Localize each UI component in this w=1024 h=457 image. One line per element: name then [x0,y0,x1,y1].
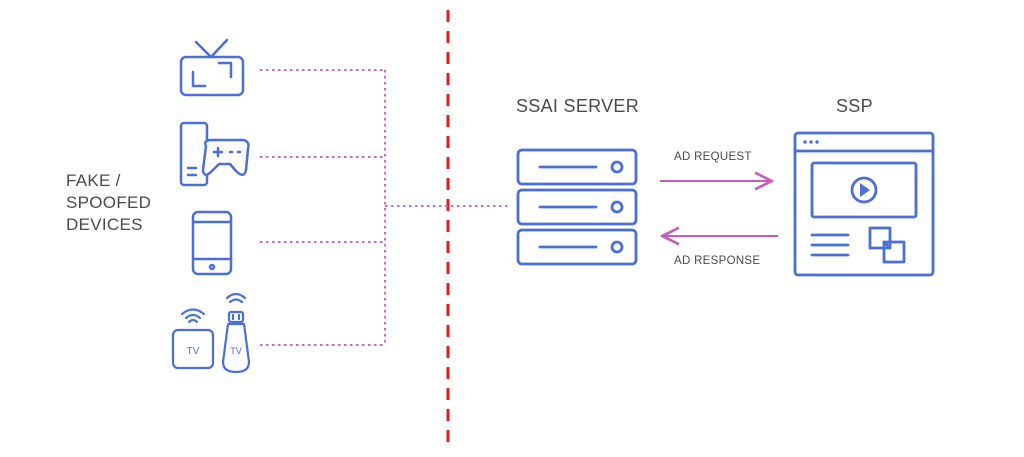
tv-icon [179,38,245,97]
ssai-server-icon [516,148,638,266]
streaming-stick-icon [221,292,251,374]
devices-label-line-1: FAKE / [66,171,121,190]
ssp-title: SSP [836,96,873,116]
ssai-server-title: SSAI SERVER [516,96,640,116]
ad-response-label: AD RESPONSE [674,255,761,267]
browser-dots [803,140,819,144]
tv-badge-stick: TV [230,346,242,356]
ssp-browser-icon [793,131,935,277]
streaming-box-icon [171,308,215,370]
game-console-icon [179,121,250,187]
smartphone-icon [191,210,233,276]
fake-devices-label: FAKE / SPOOFED DEVICES [66,170,151,236]
tv-badge-box: TV [187,346,200,357]
device-connectors [260,69,508,346]
play-icon [850,176,878,204]
devices-label-line-3: DEVICES [66,215,143,234]
ad-request-label: AD REQUEST [674,151,752,163]
devices-label-line-2: SPOOFED [66,193,152,212]
